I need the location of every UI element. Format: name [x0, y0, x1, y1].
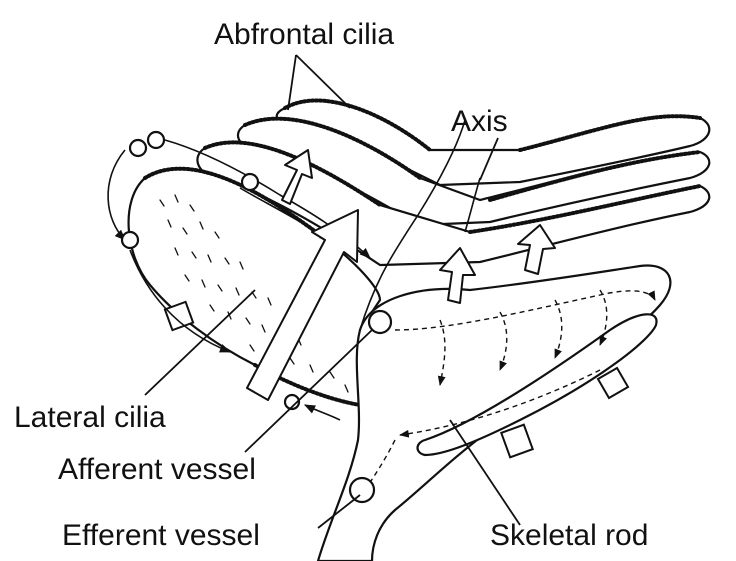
label-axis: Axis — [451, 105, 508, 138]
label-afferent-vessel: Afferent vessel — [58, 453, 256, 486]
stub-bottom — [501, 425, 532, 458]
efferent-vessel-circle — [350, 478, 374, 502]
label-lateral-cilia: Lateral cilia — [14, 401, 166, 434]
label-abfrontal-cilia: Abfrontal cilia — [214, 18, 394, 51]
label-efferent-vessel: Efferent vessel — [62, 519, 260, 552]
afferent-vessel-circle — [369, 311, 391, 333]
label-skeletal-rod: Skeletal rod — [490, 519, 648, 552]
